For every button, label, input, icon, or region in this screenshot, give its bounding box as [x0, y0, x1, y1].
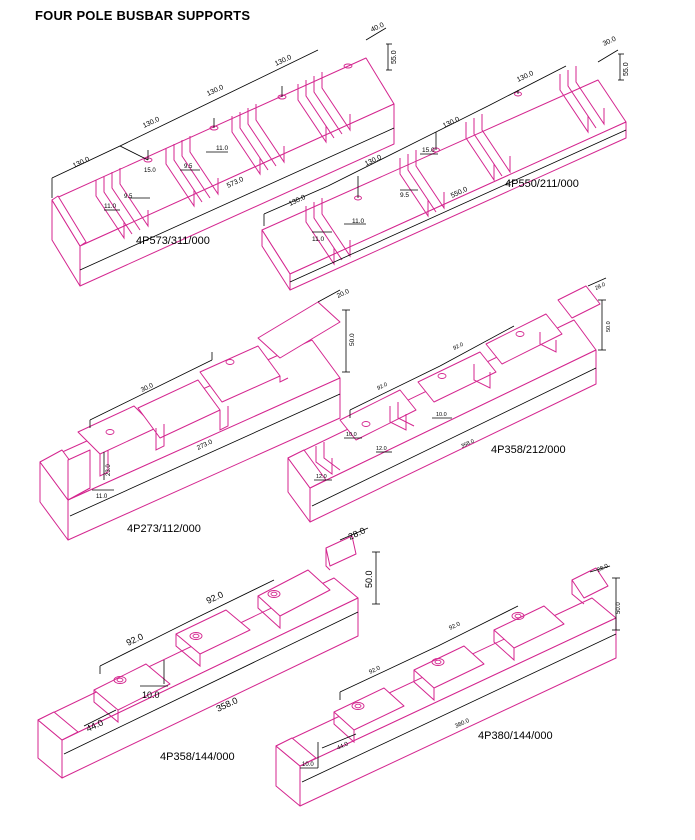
- busbar-support-4p273-112: 20.0 50.0 30.0 273.0 23.0 11.0: [39, 288, 356, 541]
- dimension-lines: [63, 527, 380, 755]
- dim-slot-a: 11.0: [312, 236, 325, 243]
- part-code-4p550-211: 4P550/211/000: [505, 178, 579, 190]
- dim-pitch-1: 92.0: [376, 382, 388, 392]
- dim-height: 50.0: [616, 602, 622, 614]
- part-code-4p573-311: 4P573/311/000: [136, 235, 210, 247]
- dim-width: 28.0: [347, 525, 367, 541]
- part-code-4p358-212: 4P358/212/000: [491, 444, 566, 456]
- dimension-lines: [263, 49, 627, 283]
- dim-step: 10.0: [142, 690, 160, 700]
- dim-length: 358.0: [460, 439, 475, 450]
- dim-slot-c: 12.0: [376, 446, 387, 452]
- dim-slot-a: 11.0: [104, 203, 117, 210]
- dim-slot-depth: 23.0: [106, 464, 112, 476]
- dim-height: 55.0: [391, 50, 398, 64]
- dim-height: 55.0: [623, 62, 630, 76]
- part-body: [37, 535, 359, 779]
- dim-pitch: 30.0: [140, 382, 155, 394]
- dim-slot-c: 9.5: [124, 194, 133, 200]
- part-code-4p358-144: 4P358/144/000: [160, 751, 235, 763]
- dim-slot-a: 10.0: [346, 432, 357, 438]
- dim-slot-depth: 15.0: [422, 147, 435, 154]
- busbar-support-4p380-144: 92.0 92.0 28.0 50.0 380.0 10.0 44.0: [275, 563, 622, 807]
- dim-width: 28.0: [594, 282, 606, 292]
- dim-height: 50.0: [364, 570, 374, 588]
- dim-slot-c: 9.5: [400, 192, 409, 199]
- dim-height: 50.0: [349, 333, 356, 346]
- dim-pitch-4: 130.0: [274, 54, 293, 68]
- dim-pitch-2: 92.0: [205, 589, 225, 605]
- dim-height: 50.0: [606, 321, 612, 332]
- dim-step: 10.0: [302, 762, 314, 768]
- dimension-lines: [300, 565, 620, 783]
- dim-slot-b: 10.0: [436, 412, 447, 418]
- dim-pitch-2: 92.0: [452, 342, 464, 352]
- dim-width: 30.0: [602, 36, 617, 48]
- page-title: FOUR POLE BUSBAR SUPPORTS: [35, 8, 251, 23]
- dim-width: 20.0: [336, 288, 351, 300]
- part-body: [287, 285, 601, 523]
- dim-slot-d: 9.5: [184, 164, 193, 170]
- dim-slot: 11.0: [96, 494, 108, 500]
- dim-pitch-1: 130.0: [72, 156, 91, 170]
- dim-pitch-3: 130.0: [206, 84, 225, 98]
- busbar-support-4p358-144: 92.0 92.0 28.0 50.0 358.0 10.0 44.0: [37, 525, 380, 779]
- part-body: [275, 567, 617, 807]
- dim-end: 44.0: [336, 741, 350, 752]
- dim-pitch-1: 92.0: [368, 665, 382, 676]
- part-code-4p380-144: 4P380/144/000: [478, 730, 553, 742]
- dim-pitch-2: 92.0: [448, 621, 462, 632]
- dim-slot-b: 11.0: [352, 218, 365, 225]
- dimension-lines: [311, 277, 607, 507]
- dimension-labels: 92.0 92.0 28.0 50.0 358.0 10.0 10.0 12.0…: [316, 282, 612, 480]
- busbar-support-4p573-311: 130.0 130.0 130.0 130.0 40.0 55.0 573.0 …: [51, 22, 398, 287]
- dim-width: 28.0: [596, 563, 610, 574]
- dim-pitch-1: 130.0: [288, 194, 307, 208]
- dimension-lines: [69, 289, 350, 517]
- dim-width: 40.0: [370, 22, 385, 34]
- dim-slot-d: 12.0: [316, 474, 327, 480]
- dim-slot-depth: 15.0: [144, 168, 156, 174]
- dim-slot-b: 11.0: [216, 145, 229, 152]
- busbar-support-4p550-211: 130.0 130.0 130.0 130.0 30.0 55.0 550.0 …: [261, 36, 630, 291]
- dim-pitch-4: 130.0: [516, 70, 535, 84]
- dimension-lines: [51, 27, 395, 271]
- busbar-support-4p358-212: 92.0 92.0 28.0 50.0 358.0 10.0 10.0 12.0…: [287, 277, 612, 523]
- part-body: [39, 301, 341, 541]
- dim-pitch-3: 130.0: [442, 116, 461, 130]
- part-code-4p273-112: 4P273/112/000: [127, 523, 201, 535]
